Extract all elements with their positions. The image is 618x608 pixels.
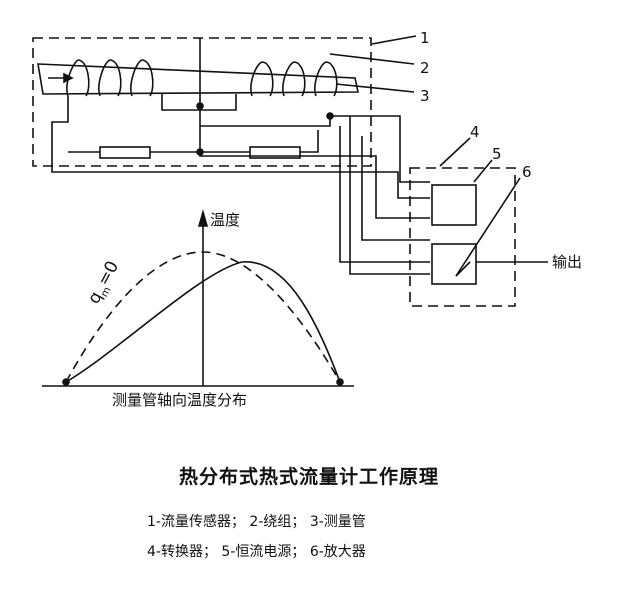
sensor-enclosure	[32, 37, 372, 167]
winding-right	[250, 61, 338, 97]
output-label: 输出	[552, 253, 583, 271]
callout-4: 4	[470, 123, 480, 141]
legend-line-2: 4-转换器； 5-恒流电源； 6-放大器	[147, 544, 366, 560]
measuring-tube	[37, 63, 359, 95]
figure-title: 热分布式热式流量计工作原理	[178, 466, 439, 488]
constant-current-source	[431, 184, 477, 226]
resistor-left	[99, 146, 151, 159]
temperature-label: 温度	[210, 211, 241, 229]
callout-5: 5	[492, 145, 502, 163]
callout-6: 6	[522, 163, 532, 181]
callout-3: 3	[420, 87, 430, 105]
axis-caption: 测量管轴向温度分布	[112, 391, 248, 409]
amplifier	[431, 243, 477, 285]
winding-left	[66, 59, 154, 97]
callout-2: 2	[420, 59, 430, 77]
zero-flow-curve	[65, 251, 341, 383]
flow-curve	[65, 261, 341, 383]
callout-1: 1	[420, 29, 430, 47]
legend-line-1: 1-流量传感器； 2-绕组； 3-测量管	[147, 514, 366, 530]
converter-enclosure	[409, 167, 516, 307]
